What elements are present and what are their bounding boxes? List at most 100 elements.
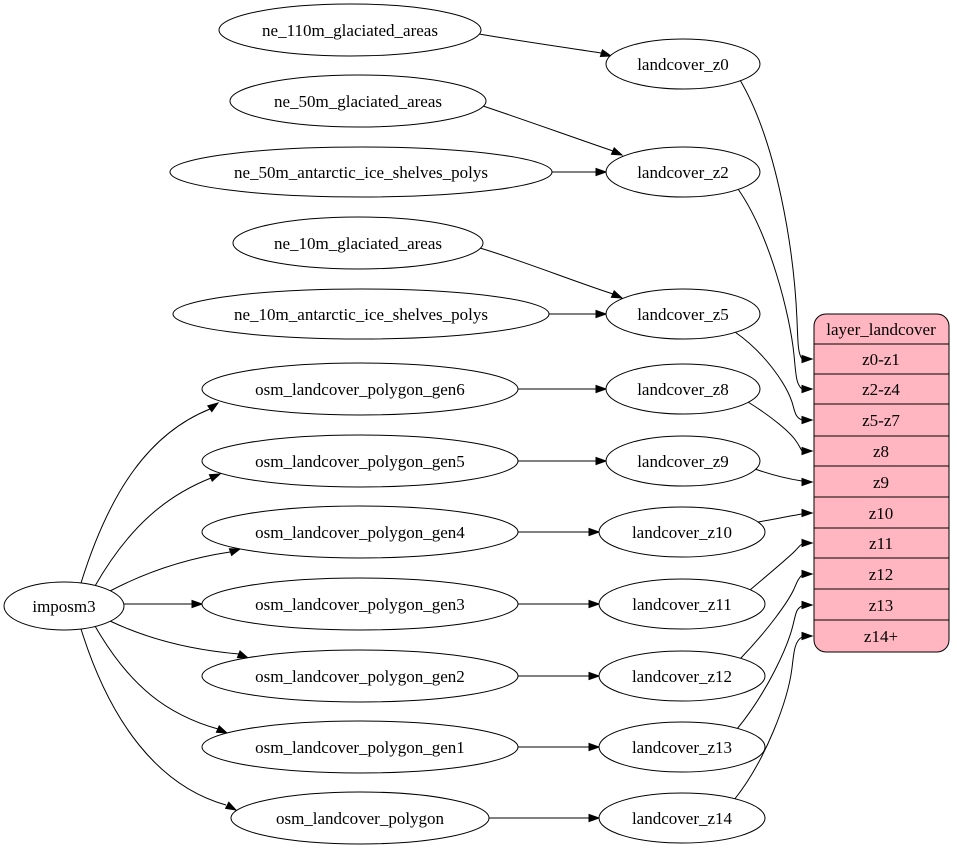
arrowhead: [588, 742, 601, 752]
node-label: landcover_z11: [632, 595, 731, 614]
node-landcover-z9: landcover_z9: [605, 435, 761, 487]
arrowhead: [801, 446, 814, 456]
arrowhead: [206, 402, 220, 413]
arrowhead: [610, 290, 624, 299]
edge-osm-landcover-polygon-gen4-to-landcover-z10: [518, 527, 601, 537]
edge-landcover-z10-to-row-z10: [757, 508, 814, 523]
edges-intermediate-to-record: [733, 79, 814, 801]
node-landcover-z5: landcover_z5: [605, 288, 761, 340]
arrowhead: [588, 527, 601, 537]
arrowhead: [588, 671, 601, 681]
record-row-z10: z10: [869, 504, 894, 523]
node-osm-landcover-polygon-gen3: osm_landcover_polygon_gen3: [201, 577, 519, 631]
arrowhead: [588, 813, 601, 823]
node-osm-landcover-polygon-gen1: osm_landcover_polygon_gen1: [201, 720, 519, 774]
node-landcover-z14: landcover_z14: [598, 792, 766, 844]
node-osm-landcover-polygon-gen2: osm_landcover_polygon_gen2: [201, 649, 519, 703]
edge-imposm3-to-osm-landcover-polygon-gen6: [80, 402, 220, 584]
arrowhead: [595, 456, 608, 466]
node-label: osm_landcover_polygon: [276, 809, 445, 828]
edge-landcover-z5-to-row-z5-z7: [734, 331, 814, 425]
node-imposm3: imposm3: [3, 581, 125, 631]
node-ne-110m-glaciated-areas: ne_110m_glaciated_areas: [218, 3, 482, 57]
arrowhead: [801, 415, 814, 425]
node-label: landcover_z10: [632, 523, 732, 542]
edge-osm-landcover-polygon-gen1-to-landcover-z13: [518, 742, 601, 752]
arrowhead: [588, 599, 601, 609]
node-label: ne_10m_glaciated_areas: [274, 234, 442, 253]
edge-osm-landcover-polygon-gen5-to-landcover-z9: [518, 456, 608, 466]
record-row-z8: z8: [873, 442, 889, 461]
arrowhead: [595, 167, 608, 177]
node-label: osm_landcover_polygon_gen3: [255, 595, 465, 614]
arrowhead: [801, 384, 814, 394]
node-ne-10m-glaciated-areas: ne_10m_glaciated_areas: [232, 216, 484, 270]
node-label: landcover_z12: [632, 667, 732, 686]
node-label: ne_50m_glaciated_areas: [274, 92, 442, 111]
edge-landcover-z14-to-row-z14-plus: [733, 631, 814, 801]
arrowhead: [801, 354, 814, 364]
edge-ne-10m-glaciated-areas-to-landcover-z5: [479, 247, 624, 299]
arrowhead: [228, 548, 242, 557]
node-landcover-z13: landcover_z13: [598, 721, 766, 773]
record-row-z2-z4: z2-z4: [862, 380, 900, 399]
arrowhead: [801, 600, 814, 610]
node-label: landcover_z2: [637, 163, 729, 182]
node-label: ne_110m_glaciated_areas: [262, 21, 438, 40]
record-row-z13: z13: [869, 596, 894, 615]
record-row-z5-z7: z5-z7: [862, 411, 900, 430]
node-label: ne_50m_antarctic_ice_shelves_polys: [234, 163, 488, 182]
node-landcover-z8: landcover_z8: [605, 363, 761, 415]
edge-landcover-z12-to-row-z12: [739, 569, 814, 660]
edge-landcover-z2-to-row-z2-z4: [737, 188, 814, 394]
edge-imposm3-to-osm-landcover-polygon-gen4: [109, 548, 242, 592]
edge-landcover-z13-to-row-z13: [736, 600, 814, 730]
node-label: osm_landcover_polygon_gen6: [255, 380, 465, 399]
node-label: landcover_z5: [637, 305, 729, 324]
node-ne-50m-antarctic-ice-shelves-polys: ne_50m_antarctic_ice_shelves_polys: [169, 146, 553, 198]
node-landcover-z2: landcover_z2: [605, 146, 761, 198]
edge-landcover-z0-to-row-z0-z1: [739, 79, 814, 364]
arrowhead: [215, 725, 229, 734]
arrowhead: [610, 147, 624, 156]
record-row-z9: z9: [873, 473, 889, 492]
node-osm-landcover-polygon-gen5: osm_landcover_polygon_gen5: [201, 434, 519, 488]
node-layer-landcover: layer_landcover z0-z1 z2-z4 z5-z7 z8 z9 …: [813, 313, 950, 653]
record-row-z14-plus: z14+: [864, 627, 898, 646]
edge-ne-110m-glaciated-areas-to-landcover-z0: [478, 33, 613, 58]
arrowhead: [236, 650, 250, 659]
node-landcover-z11: landcover_z11: [598, 578, 766, 630]
node-label: landcover_z8: [637, 380, 729, 399]
node-osm-landcover-polygon-gen6: osm_landcover_polygon_gen6: [201, 362, 519, 416]
arrowhead: [191, 599, 204, 609]
edge-osm-landcover-polygon-gen3-to-landcover-z11: [518, 599, 601, 609]
node-label: osm_landcover_polygon_gen1: [255, 738, 465, 757]
record-row-z0-z1: z0-z1: [862, 350, 900, 369]
node-label: osm_landcover_polygon_gen5: [255, 452, 465, 471]
edge-imposm3-to-osm-landcover-polygon-gen3: [124, 599, 204, 609]
node-label: landcover_z0: [637, 55, 729, 74]
edge-imposm3-to-osm-landcover-polygon-gen1: [94, 625, 229, 734]
arrowhead: [801, 508, 814, 518]
edge-ne-10m-antarctic-ice-shelves-polys-to-landcover-z5: [549, 309, 608, 319]
arrowhead: [599, 48, 613, 58]
node-landcover-z0: landcover_z0: [605, 38, 761, 90]
node-ne-10m-antarctic-ice-shelves-polys: ne_10m_antarctic_ice_shelves_polys: [172, 288, 550, 340]
node-label: imposm3: [32, 597, 95, 616]
node-label: osm_landcover_polygon_gen2: [255, 667, 465, 686]
edge-landcover-z8-to-row-z8: [747, 401, 814, 456]
node-label: osm_landcover_polygon_gen4: [255, 523, 465, 542]
arrowhead: [801, 477, 814, 487]
node-osm-landcover-polygon-gen4: osm_landcover_polygon_gen4: [201, 505, 519, 559]
edge-osm-landcover-polygon-gen2-to-landcover-z12: [518, 671, 601, 681]
node-label: landcover_z9: [637, 452, 729, 471]
edge-imposm3-to-osm-landcover-polygon-gen2: [109, 620, 250, 659]
arrowhead: [801, 631, 814, 641]
arrowhead: [595, 384, 608, 394]
edge-landcover-z9-to-row-z9: [754, 468, 814, 487]
node-label: landcover_z14: [632, 809, 733, 828]
node-landcover-z12: landcover_z12: [598, 650, 766, 702]
edge-ne-50m-antarctic-ice-shelves-polys-to-landcover-z2: [552, 167, 608, 177]
edge-imposm3-to-osm-landcover-polygon-gen5: [94, 473, 222, 587]
